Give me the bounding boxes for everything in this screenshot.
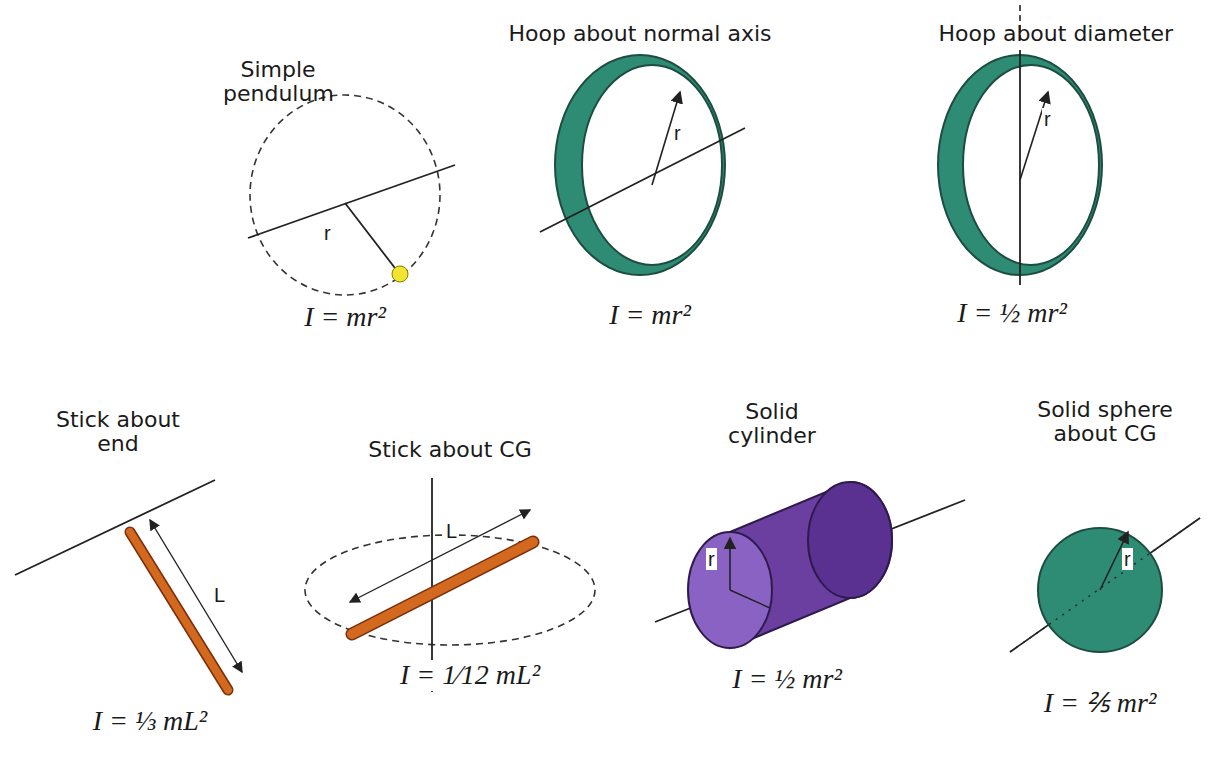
formula: I = ½ mr² <box>729 664 845 695</box>
stick-end-figure <box>15 480 242 690</box>
dimension-label: L <box>444 520 459 542</box>
formula: I = ½ mr² <box>954 298 1070 329</box>
cylinder-figure <box>655 482 965 648</box>
stick-cg-figure <box>305 478 595 692</box>
figure-title: Solid cylinder <box>712 400 832 448</box>
dimension-label: r <box>322 222 333 244</box>
formula: I = mr² <box>606 300 694 331</box>
pendulum-figure <box>248 95 455 295</box>
formula: I = 1⁄12 mL² <box>397 660 543 691</box>
figure-title: Stick about end <box>43 408 193 456</box>
figure-title: Hoop about diameter <box>939 22 1174 46</box>
formula: I = ⅖ mr² <box>1041 688 1160 719</box>
formula: I = mr² <box>301 302 389 333</box>
sphere-figure <box>1010 518 1200 652</box>
hoop-normal-figure <box>540 55 745 275</box>
figure-title: Hoop about normal axis <box>508 22 771 46</box>
dimension-label: r <box>1042 108 1053 130</box>
dimension-label: L <box>212 584 227 606</box>
figure-title: Simple pendulum <box>223 58 333 106</box>
dimension-label: r <box>706 548 717 570</box>
hoop-diameter-figure <box>938 5 1102 285</box>
figure-title: Solid sphere about CG <box>1015 398 1195 446</box>
formula: I = ⅓ mL² <box>90 706 210 737</box>
figure-title: Stick about CG <box>368 438 531 462</box>
dimension-label: r <box>672 122 683 144</box>
dimension-label: r <box>1122 548 1133 570</box>
